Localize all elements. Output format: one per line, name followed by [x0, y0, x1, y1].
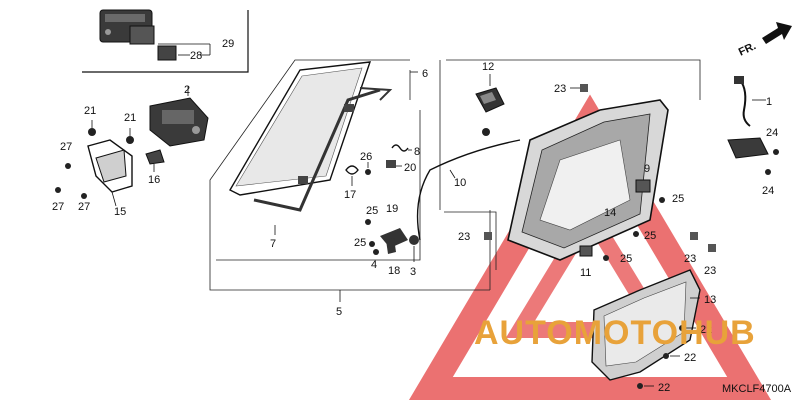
label-4: 4: [371, 259, 377, 271]
part-3: 3: [409, 235, 419, 278]
clip-23a: 23: [554, 83, 588, 95]
clip-27a: 27: [60, 141, 72, 169]
label-18: 18: [388, 265, 400, 277]
label-23c: 23: [684, 253, 696, 265]
unit-2: 2: [149, 84, 209, 147]
label-7: 7: [270, 238, 276, 250]
label-23a: 23: [554, 83, 566, 95]
harness-1: 1: [727, 76, 772, 159]
label-25b: 25: [354, 237, 366, 249]
screw-22b: 22: [663, 352, 696, 364]
front-arrow: FR.: [737, 22, 792, 59]
label-19: 19: [386, 203, 398, 215]
label-11: 11: [580, 267, 591, 279]
tab-9: 9: [635, 163, 651, 193]
label-27b: 27: [52, 201, 64, 213]
box-23-outline: [444, 211, 497, 270]
part-20: 20: [386, 160, 416, 174]
clip-27b: 27: [52, 187, 64, 213]
label-25a: 25: [366, 205, 378, 217]
front-label: FR.: [737, 40, 758, 58]
clip-23b: 23: [458, 231, 492, 243]
screw-21a: 21: [84, 105, 96, 136]
control-unit-29: [99, 9, 155, 45]
label-25d: 25: [644, 230, 656, 242]
label-29: 29: [222, 38, 234, 50]
label-20: 20: [404, 162, 416, 174]
part-4: 4: [371, 249, 379, 271]
screw-22a: 22: [679, 324, 712, 336]
label-22a: 22: [700, 324, 712, 336]
label-21b: 21: [124, 112, 136, 124]
part-18: 18: [386, 238, 400, 277]
hook-17: 17: [344, 165, 359, 201]
diagram-code: MKCLF4700A: [722, 383, 792, 395]
label-13: 13: [704, 294, 716, 306]
clip-23c: 23: [684, 232, 698, 265]
cable-10: 10: [416, 128, 521, 241]
screw-25e: 25: [603, 253, 632, 265]
label-22c: 22: [658, 382, 670, 394]
label-24b: 24: [762, 185, 774, 197]
screw-25a: 25: [365, 205, 378, 225]
tab-11: 11: [579, 245, 593, 279]
screw-25d: 25: [633, 230, 656, 242]
screw-25b: 25: [354, 237, 375, 249]
clip-23d: 23: [704, 244, 716, 277]
label-15: 15: [114, 206, 126, 218]
clip-27c: 27: [78, 193, 90, 213]
label-26: 26: [360, 151, 372, 163]
label-21a: 21: [84, 105, 96, 117]
screw-21b: 21: [124, 112, 136, 144]
label-12: 12: [482, 61, 494, 73]
lid-7: 7: [229, 61, 393, 250]
watermark-text: AUTOMOTOHUB: [474, 314, 756, 352]
spring-8: 8: [391, 144, 420, 158]
label-9: 9: [644, 163, 650, 175]
label-23b: 23: [458, 231, 470, 243]
pocket-14: 14: [507, 99, 669, 261]
bracket-15: 15: [87, 139, 133, 218]
label-10: 10: [454, 177, 466, 189]
label-22b: 22: [684, 352, 696, 364]
label-6: 6: [422, 68, 428, 80]
assembly-6-outline: 6: [216, 68, 428, 261]
tray-13: 13: [591, 269, 716, 381]
watermark-logo: [408, 94, 772, 400]
label-14: 14: [604, 207, 616, 219]
screw-25c: 25: [659, 193, 684, 205]
label-25c: 25: [672, 193, 684, 205]
screw-24b: 24: [762, 169, 774, 197]
cover-12: 12: [475, 61, 505, 113]
label-25e: 25: [620, 253, 632, 265]
label-16: 16: [148, 174, 160, 186]
connector-28: [157, 45, 177, 61]
label-8: 8: [414, 146, 420, 158]
label-27a: 27: [60, 141, 72, 153]
screw-22c: 22: [637, 382, 670, 394]
assembly-29-box: 28 29: [82, 9, 249, 73]
label-17: 17: [344, 189, 356, 201]
label-28: 28: [190, 50, 202, 62]
label-2: 2: [184, 84, 190, 96]
assembly-5-outline: 5: [209, 59, 491, 318]
label-5: 5: [336, 306, 342, 318]
label-23d: 23: [704, 265, 716, 277]
latch-16: 16: [145, 149, 165, 186]
screw-26: 26: [360, 151, 372, 175]
assembly-right-outline: [446, 59, 701, 100]
label-3: 3: [410, 266, 416, 278]
label-24a: 24: [766, 127, 778, 139]
screw-24a: 24: [766, 127, 779, 155]
label-1: 1: [766, 96, 772, 108]
label-27c: 27: [78, 201, 90, 213]
